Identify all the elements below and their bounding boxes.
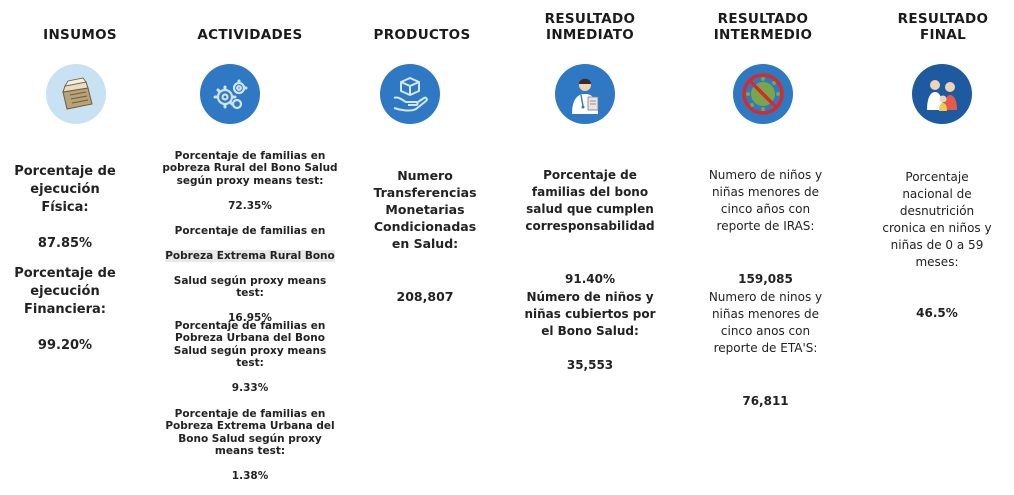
highlighted-text: Pobreza Extrema Rural Bono <box>165 249 335 262</box>
resultado-inmediato-cubiertos-value: 35,553 <box>566 358 614 372</box>
productos-label: Numero Transferencias Monetarias Condici… <box>373 168 477 251</box>
actividades-urbana-label: Porcentaje de familias en Pobreza Urbana… <box>173 319 327 370</box>
resultado-intermedio-etas-label: Numero de ninos y niñas menores de cinco… <box>708 290 823 355</box>
actividades-extrema-rural-label-1: Porcentaje de familias en <box>174 224 326 237</box>
actividades-item-extrema-urbana: Porcentaje de familias en Pobreza Extrem… <box>140 395 360 495</box>
resultado-final-item: Porcentaje nacional de desnutrición cron… <box>862 152 1012 339</box>
insumos-fisica-label: Porcentaje de ejecución Física: <box>14 164 116 215</box>
resultado-intermedio-item-iras: Numero de niños y niñas menores de cinco… <box>683 150 848 305</box>
resultado-intermedio-etas-value: 76,811 <box>742 394 789 408</box>
hand-cube-icon <box>380 64 440 124</box>
insumos-item-financiera: Porcentaje de ejecución Financiera: 99.2… <box>0 247 130 373</box>
no-virus-icon <box>733 64 793 124</box>
documents-box-icon <box>46 64 106 124</box>
family-icon <box>912 64 972 124</box>
resultado-inmediato-cubiertos-label: Número de niños y niñas cubiertos por el… <box>524 290 656 338</box>
resultado-inmediato-corresp-label: Porcentaje de familias del bono salud qu… <box>525 168 655 233</box>
insumos-item-fisica: Porcentaje de ejecución Física: 87.85% <box>0 145 130 271</box>
resultado-final-value: 46.5% <box>916 306 958 320</box>
header-resultado-intermedio: RESULTADO INTERMEDIO <box>713 11 813 43</box>
header-actividades: ACTIVIDADES <box>197 27 303 43</box>
resultado-intermedio-iras-value: 159,085 <box>738 272 793 286</box>
resultado-inmediato-item-cubiertos: Número de niños y niñas cubiertos por el… <box>505 272 675 391</box>
header-insumos: INSUMOS <box>43 27 117 43</box>
actividades-extrema-urbana-label: Porcentaje de familias en Pobreza Extrem… <box>165 407 335 458</box>
resultado-inmediato-item-corresponsabilidad: Porcentaje de familias del bono salud qu… <box>505 150 675 305</box>
actividades-urbana-value: 9.33% <box>231 382 269 394</box>
resultado-intermedio-iras-label: Numero de niños y niñas menores de cinco… <box>708 168 823 233</box>
actividades-rural-label: Porcentaje de familias en pobreza Rural … <box>162 149 338 187</box>
insumos-fisica-value: 87.85% <box>37 236 93 251</box>
gears-icon <box>200 64 260 124</box>
actividades-extrema-rural-label-rest: Salud según proxy means test: <box>173 274 327 300</box>
actividades-item-rural: Porcentaje de familias en pobreza Rural … <box>140 137 360 225</box>
productos-item: Numero Transferencias Monetarias Condici… <box>355 150 495 322</box>
actividades-extrema-rural-value: 16.95% <box>228 312 272 324</box>
actividades-rural-value: 72.35% <box>228 199 272 212</box>
actividades-extrema-rural-label-highlight: Pobreza Extrema Rural Bono <box>140 249 360 263</box>
doctor-clipboard-icon <box>555 64 615 124</box>
resultado-intermedio-item-etas: Numero de ninos y niñas menores de cinco… <box>683 272 848 427</box>
resultado-final-label: Porcentaje nacional de desnutrición cron… <box>882 170 992 269</box>
resultado-inmediato-corresp-value: 91.40% <box>565 272 615 286</box>
actividades-extrema-urbana-value: 1.38% <box>231 470 269 482</box>
insumos-financiera-label: Porcentaje de ejecución Financiera: <box>14 266 116 317</box>
actividades-item-extrema-rural: Porcentaje de familias en Pobreza Extrem… <box>140 212 360 337</box>
header-resultado-inmediato: RESULTADO INMEDIATO <box>544 11 636 43</box>
actividades-item-urbana: Porcentaje de familias en Pobreza Urbana… <box>140 307 360 407</box>
header-productos: PRODUCTOS <box>373 27 471 43</box>
insumos-financiera-value: 99.20% <box>37 338 93 353</box>
productos-value: 208,807 <box>396 289 454 304</box>
header-resultado-final: RESULTADO FINAL <box>897 11 989 43</box>
